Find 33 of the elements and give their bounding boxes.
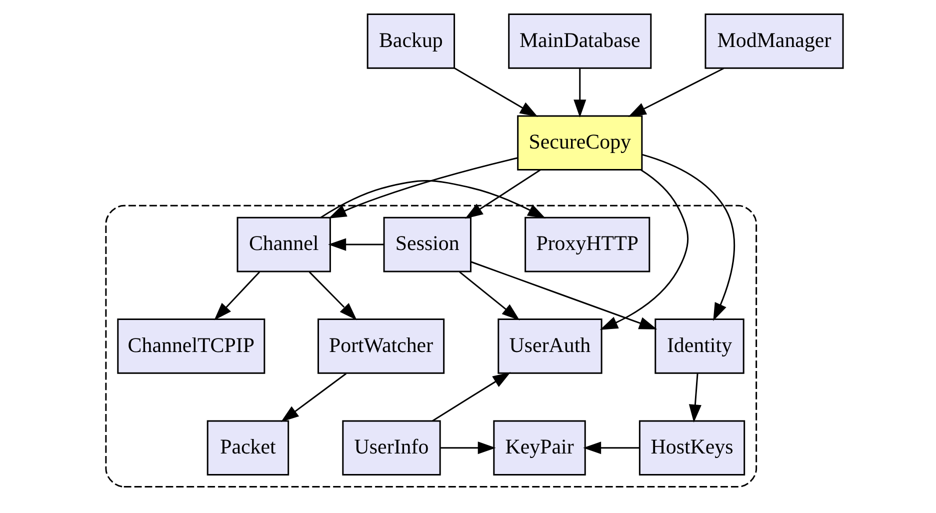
arrow — [440, 442, 496, 454]
arrow — [582, 442, 640, 454]
node-box: ChannelTCPIP — [116, 318, 265, 374]
arrow — [308, 271, 356, 320]
arrow — [328, 238, 384, 251]
node-box: HostKeys — [638, 420, 745, 476]
node-box: Packet — [206, 420, 289, 476]
arrow — [280, 373, 346, 422]
arrow — [470, 261, 657, 330]
arrow — [458, 271, 520, 320]
node-box: ProxyHTTP — [524, 216, 650, 272]
node-box: Channel — [236, 216, 330, 272]
arrow — [688, 374, 701, 423]
arrow — [320, 180, 546, 218]
arrow — [573, 68, 586, 118]
arrow — [642, 154, 735, 321]
arrow — [214, 271, 260, 320]
node-box: Identity — [654, 318, 744, 374]
arrow — [464, 169, 540, 219]
arrow — [628, 68, 724, 117]
node-box: MainDatabase — [508, 14, 652, 69]
node-box: PortWatcher — [317, 318, 444, 374]
arrow — [454, 67, 538, 117]
arrow — [328, 157, 518, 218]
node-box: SecureCopy — [516, 115, 642, 171]
arrow — [599, 169, 688, 330]
arrow — [432, 372, 510, 422]
node-box: ModManager — [704, 14, 844, 69]
node-box: UserAuth — [497, 318, 602, 374]
node-box: Backup — [366, 14, 455, 69]
node-box: KeyPair — [492, 420, 586, 476]
node-box: UserInfo — [342, 420, 440, 476]
node-box: Session — [382, 216, 471, 272]
